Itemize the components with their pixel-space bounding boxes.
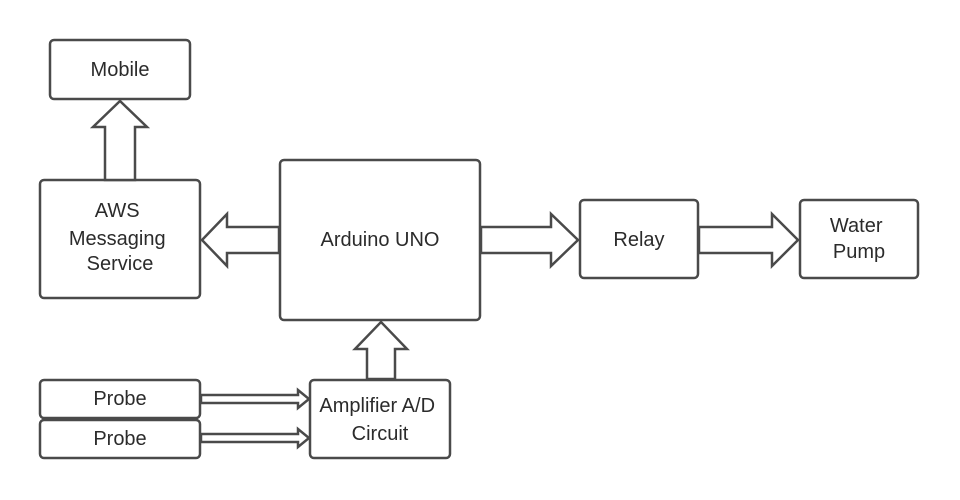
arrow-probe2-to-amplifier (199, 426, 311, 450)
node-water-pump (798, 198, 920, 280)
arrow-aws-to-mobile (89, 99, 151, 182)
label-water-pump: Water Pump (830, 215, 888, 263)
arrow-relay-to-pump (697, 210, 800, 270)
arrow-probe1-to-amplifier (199, 387, 311, 411)
node-mobile (48, 38, 192, 101)
node-amplifier-ad-circuit (308, 378, 452, 460)
label-relay: Relay (613, 229, 664, 251)
label-amplifier-ad-circuit: Amplifier A/D Circuit (319, 395, 440, 445)
label-mobile: Mobile (91, 59, 150, 81)
label-aws-messaging-service: AWS Messaging Service (69, 200, 171, 275)
arrow-arduino-to-relay (479, 211, 580, 269)
arrow-arduino-to-aws (200, 210, 281, 270)
label-arduino-uno: Arduino UNO (321, 229, 440, 251)
label-probe-2: Probe (93, 428, 146, 450)
arrow-amplifier-to-arduino (352, 320, 410, 381)
label-probe-1: Probe (93, 388, 146, 410)
